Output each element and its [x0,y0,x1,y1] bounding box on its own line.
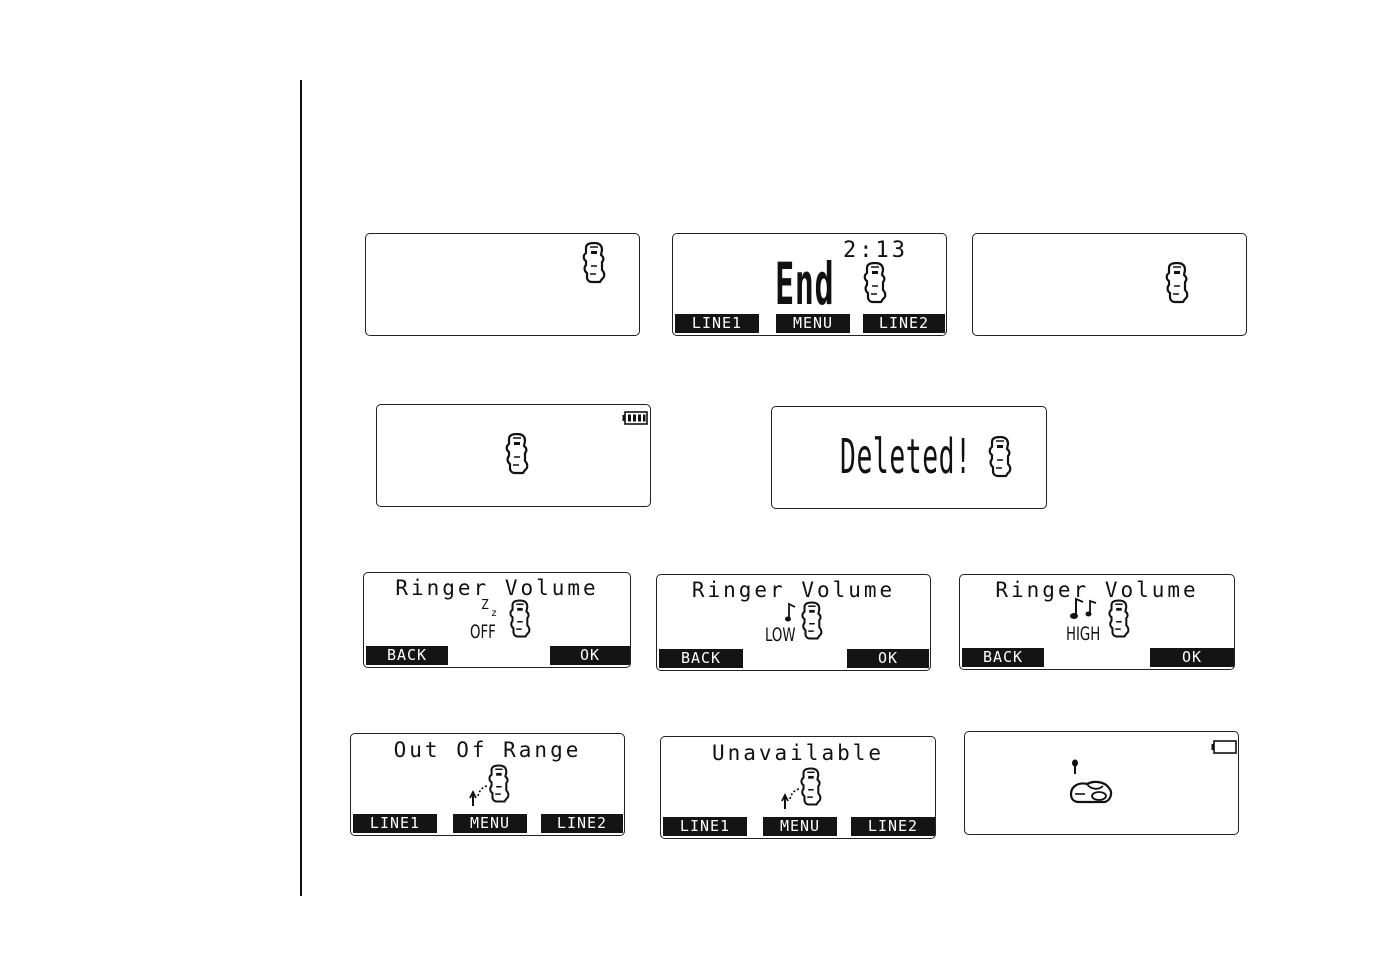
softkey-bar: LINE1 MENU LINE2 [673,313,946,335]
softkey-line2[interactable]: LINE2 [851,817,935,836]
handset-icon [1106,599,1130,639]
handset-icon [861,262,887,304]
softkey-line1[interactable]: LINE1 [663,817,747,836]
volume-level-label: LOW [765,624,796,646]
softkey-bar: BACK OK [364,645,630,667]
handset-icon [580,242,606,284]
screen-title: Out Of Range [351,738,624,762]
margin-rule [300,80,302,896]
softkey-line2[interactable]: LINE2 [863,314,945,333]
handset-icon [986,436,1012,478]
svg-text:z: z [491,608,497,617]
lcd-screen-call-end: 2:13 End LINE1 MENU LINE2 [672,233,947,336]
softkey-ok[interactable]: OK [1150,648,1234,667]
softkey-bar: LINE1 MENU LINE2 [661,816,935,838]
softkey-menu[interactable]: MENU [453,814,527,833]
softkey-line1[interactable]: LINE1 [675,314,759,333]
lcd-screen-ringer-off: Ringer Volume Z z OFF BACK OK [363,572,631,668]
deleted-message: Deleted! [840,429,972,485]
battery-full-icon [622,411,648,425]
sleep-zz-icon: Z z [481,597,505,617]
call-timer: 2:13 [843,238,908,263]
softkey-line1[interactable]: LINE1 [353,814,437,833]
softkey-bar: BACK OK [657,648,930,670]
softkey-line2[interactable]: LINE2 [541,814,623,833]
softkey-back[interactable]: BACK [366,646,448,665]
music-note-icon [1070,595,1100,621]
handset-icon [798,767,822,807]
lcd-screen-idle [365,233,640,336]
volume-level-label: OFF [470,621,496,643]
music-note-icon [785,601,797,623]
softkey-bar: LINE1 MENU LINE2 [351,813,624,835]
handset-icon [799,601,823,641]
softkey-back[interactable]: BACK [659,649,743,668]
lcd-screen-unavailable: Unavailable LINE1 MENU LINE2 [660,736,936,839]
lcd-screen-deleted: Deleted! [771,406,1047,509]
lcd-screen-ringer-high: Ringer Volume HIGH BACK OK [959,574,1235,670]
handset-icon [507,599,531,639]
softkey-bar: BACK OK [960,647,1234,669]
handset-in-cradle-icon [1065,758,1117,806]
softkey-menu[interactable]: MENU [776,314,850,333]
softkey-menu[interactable]: MENU [763,817,837,836]
handset-icon [486,764,510,804]
volume-level-label: HIGH [1066,623,1100,645]
end-message: End [775,250,834,318]
handset-icon [503,433,529,475]
softkey-ok[interactable]: OK [550,646,630,665]
screen-title: Unavailable [661,741,935,765]
svg-text:Z: Z [481,598,489,613]
softkey-back[interactable]: BACK [962,648,1044,667]
lcd-screen-handset [972,233,1247,336]
lcd-screen-ringer-low: Ringer Volume LOW BACK OK [656,574,931,671]
lcd-screen-charging [964,731,1239,835]
lcd-screen-battery [376,404,651,507]
battery-empty-icon [1211,740,1237,754]
softkey-ok[interactable]: OK [847,649,929,668]
lcd-screen-out-of-range: Out Of Range LINE1 MENU LINE2 [350,733,625,836]
handset-icon [1163,262,1189,304]
screen-title: Ringer Volume [657,578,930,602]
